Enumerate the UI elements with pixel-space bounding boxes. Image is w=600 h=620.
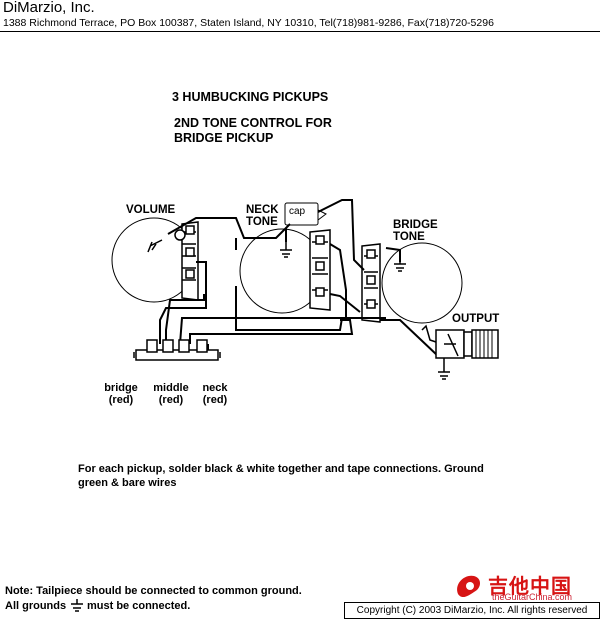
pickup-neck-label: neck (red) [192, 382, 238, 406]
potentiometer-icon [174, 221, 199, 301]
header-divider [0, 31, 600, 32]
company-name: DiMarzio, Inc. [3, 0, 95, 16]
pickup-wire: (red) [202, 394, 228, 406]
pickup-name: neck [202, 382, 228, 394]
company-address: 1388 Richmond Terrace, PO Box 100387, St… [3, 17, 494, 29]
watermark-url: theGuitarChina.com [492, 592, 573, 602]
ground-icon [71, 599, 83, 612]
ground-icon [147, 239, 163, 253]
watermark: 吉他中国 theGuitarChina.com [452, 568, 592, 604]
grounds-note-start: All grounds [5, 600, 67, 612]
diagram-subtitle-1: 2ND TONE CONTROL FOR [174, 116, 332, 130]
neck-tone-pot-body [309, 229, 331, 311]
bridge-tone-pot-body [361, 243, 381, 323]
grounds-note-end: must be connected. [87, 600, 191, 612]
pickup-bridge-label: bridge (red) [96, 382, 146, 406]
cap-label: cap [289, 206, 306, 217]
ground-icon [394, 262, 406, 272]
copyright-box: Copyright (C) 2003 DiMarzio, Inc. All ri… [344, 602, 600, 619]
neck-tone-label-1: NECK [246, 204, 279, 216]
diagram-title: 3 HUMBUCKING PICKUPS [172, 90, 329, 104]
bridge-tone-label-2: TONE [393, 231, 425, 243]
solder-note-line-1: For each pickup, solder black & white to… [78, 463, 484, 475]
pickup-name: bridge [104, 382, 138, 394]
switch-icon [133, 339, 221, 361]
output-label: OUTPUT [452, 313, 500, 325]
bridge-tone-pot [381, 242, 463, 324]
ground-icon [438, 358, 450, 380]
ground-icon [280, 242, 292, 258]
solder-note-line-2: green & bare wires [78, 477, 177, 489]
output-jack-icon [421, 324, 499, 359]
watermark-text: 吉他中国 [488, 576, 572, 598]
volume-label: VOLUME [126, 204, 176, 216]
pickup-name: middle [153, 382, 189, 394]
diagram-subtitle-2: BRIDGE PICKUP [174, 131, 274, 145]
tailpiece-note: Note: Tailpiece should be connected to c… [5, 585, 302, 597]
guitar-logo-icon [457, 575, 480, 598]
pickup-middle-label: middle (red) [146, 382, 196, 406]
pickup-wire: (red) [158, 394, 184, 406]
neck-tone-label-2: TONE [246, 216, 278, 228]
bridge-tone-label-1: BRIDGE [393, 219, 438, 231]
pickup-wire: (red) [108, 394, 134, 406]
